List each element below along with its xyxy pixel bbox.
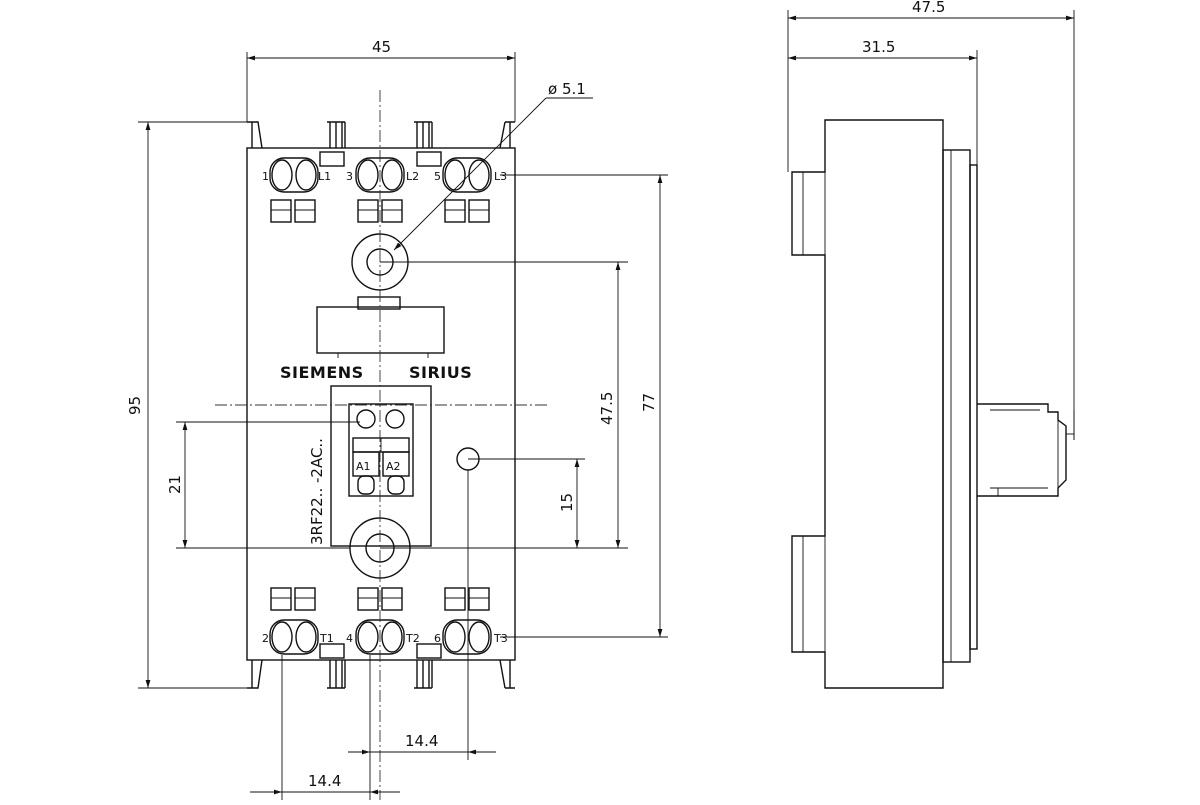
- terminal-top-5: 5: [434, 170, 441, 183]
- dim-side-depth-total: 47.5: [912, 0, 945, 16]
- brand-label: SIEMENS: [280, 363, 364, 382]
- side-view: [791, 119, 1075, 689]
- top-terminal-squares: [270, 199, 490, 223]
- front-dimensions: 45 95 77 47.5 21 15 ø 5.1: [126, 38, 668, 800]
- dim-terminal-spacing: 77: [640, 393, 658, 412]
- terminal-top-l1: L1: [318, 170, 331, 183]
- side-housing-outline: [791, 119, 944, 689]
- dim-side-depth-body: 31.5: [862, 38, 895, 56]
- din-rail-clip: [977, 403, 1075, 497]
- top-clips: [247, 121, 515, 149]
- terminal-bottom-2: 2: [262, 632, 269, 645]
- series-label: SIRIUS: [409, 363, 472, 382]
- terminal-bottom-6: 6: [434, 632, 441, 645]
- terminal-bottom-t1: T1: [319, 632, 334, 645]
- front-view: 1 L1 3 L2 5 L3 2 T1 4 T2 6 T3 SIEMENS SI…: [215, 90, 550, 800]
- terminal-bottom-4: 4: [346, 632, 353, 645]
- dim-pitch-lower: 14.4: [308, 772, 341, 790]
- side-base-plate: [969, 164, 978, 650]
- front-body-outline: [246, 147, 516, 661]
- terminal-top-3: 3: [346, 170, 353, 183]
- label-plate: [316, 296, 445, 358]
- control-terminal-a1: A1: [356, 460, 371, 473]
- dim-overall-height: 95: [126, 396, 144, 415]
- side-dimensions: 47.5 31.5: [787, 0, 1075, 440]
- terminal-top-1: 1: [262, 170, 269, 183]
- terminal-bottom-t2: T2: [405, 632, 420, 645]
- model-label: 3RF22.. -2AC..: [308, 438, 326, 545]
- top-terminal-screws: [269, 151, 492, 193]
- dim-hole-diameter: ø 5.1: [548, 80, 586, 98]
- dim-front-width: 45: [372, 38, 391, 56]
- terminal-top-l2: L2: [406, 170, 419, 183]
- bottom-terminal-screws: [269, 619, 492, 659]
- dim-hole-spacing: 47.5: [598, 392, 616, 425]
- side-heatsink-outer: [942, 149, 971, 663]
- dim-pitch-upper: 14.4: [405, 732, 438, 750]
- bottom-terminal-squares: [270, 587, 490, 611]
- terminal-bottom-t3: T3: [493, 632, 508, 645]
- dim-control-offset: 21: [166, 475, 184, 494]
- control-connector: [330, 385, 432, 547]
- terminal-top-l3: L3: [494, 170, 507, 183]
- dim-led-offset: 15: [558, 493, 576, 512]
- bottom-clips: [247, 659, 515, 689]
- control-terminal-a2: A2: [386, 460, 401, 473]
